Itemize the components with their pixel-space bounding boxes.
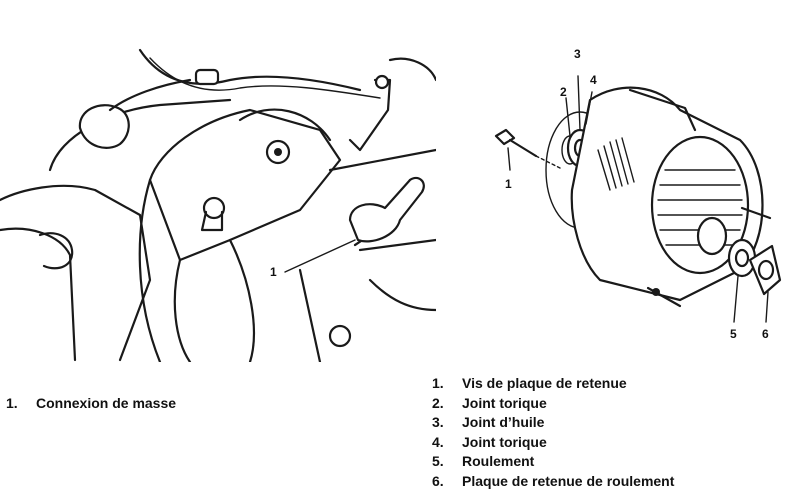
retaining-screw-shank — [508, 138, 538, 158]
bolt-middle-shank — [200, 210, 224, 232]
alternator-exploded-illustration: 1 2 3 4 5 6 — [480, 40, 800, 350]
legend-item: 5. Roulement — [432, 452, 674, 472]
terminal-nut — [652, 288, 660, 296]
legend-text: Joint torique — [462, 394, 547, 411]
housing-vent-slots — [597, 137, 635, 191]
retainer-plate-hole — [757, 259, 775, 281]
engine-ground-connection-illustration: 1 — [0, 40, 436, 362]
housing-top-face — [148, 108, 342, 262]
breather-cap — [374, 74, 390, 90]
legend-number: 6. — [432, 472, 444, 489]
legend-number: 2. — [432, 394, 444, 411]
legend-text: Roulement — [462, 453, 535, 469]
housing-front-face — [173, 258, 192, 362]
upper-right-hose — [388, 57, 436, 82]
legend-text: Vis de plaque de retenue — [462, 375, 627, 391]
bolt-bottom — [328, 324, 352, 348]
callout-leader-4 — [585, 91, 593, 125]
frame-rail-lower — [358, 238, 436, 252]
housing-top-ridge — [628, 88, 697, 132]
legend-number: 3. — [432, 414, 444, 430]
cylinder-ring — [38, 232, 74, 270]
frame-curve — [368, 278, 436, 312]
callout-leader-1 — [507, 147, 511, 171]
callout-1: 1 — [505, 177, 512, 191]
bearing-retainer-plate — [748, 244, 782, 296]
legend-item: 6. Plaque de retenue de roulement — [432, 472, 674, 492]
legend-number: 5. — [432, 453, 444, 469]
left-legend: 1. Connexion de masse — [6, 394, 176, 414]
legend-number: 1. — [432, 375, 444, 391]
ground-terminal-boot — [348, 176, 425, 243]
legend-item: 4. Joint torique — [432, 433, 674, 453]
wire-harness-lower — [149, 57, 381, 99]
frame-rail-upper — [328, 148, 436, 172]
callout-5: 5 — [730, 327, 737, 341]
callout-leader-5 — [733, 275, 739, 323]
rotor-shaft-boss — [696, 216, 728, 256]
callout-3: 3 — [574, 47, 581, 61]
callout-1: 1 — [270, 265, 277, 279]
legend-number: 1. — [6, 395, 18, 411]
bearing-bore — [734, 248, 750, 268]
housing-curve — [228, 238, 256, 362]
legend-text: Joint torique — [462, 433, 547, 450]
legend-item: 1. Vis de plaque de retenue — [432, 374, 674, 394]
mount-bracket — [298, 268, 322, 362]
housing-flange — [238, 108, 332, 142]
legend-item: 2. Joint torique — [432, 394, 674, 414]
legend-number: 4. — [432, 433, 444, 450]
callout-leader-6 — [765, 291, 769, 323]
callout-4: 4 — [590, 73, 597, 87]
wire-clip — [194, 68, 220, 86]
screw-axis — [535, 155, 561, 169]
engine-block-outline — [0, 184, 152, 362]
legend-item: 3. Joint d’huile — [432, 413, 674, 433]
alternator-drawing: 1 2 3 4 5 6 — [494, 47, 782, 341]
bolt-middle — [202, 196, 226, 220]
legend-text: Connexion de masse — [36, 395, 177, 411]
callout-6: 6 — [762, 327, 769, 341]
legend-text: Joint d’huile — [462, 414, 545, 430]
right-legend: 1. Vis de plaque de retenue 2. Joint tor… — [432, 374, 674, 491]
plug-cap — [78, 104, 130, 149]
bolt-top-center — [274, 148, 282, 156]
callout-leader-2 — [565, 97, 571, 137]
engine-block-edge — [0, 227, 77, 362]
legend-item: 1. Connexion de masse — [6, 394, 176, 414]
wire-harness-top — [138, 48, 362, 92]
plug-wire — [108, 78, 192, 112]
callout-2: 2 — [560, 85, 567, 99]
engine-drawing: 1 — [0, 48, 436, 362]
housing-left-side — [138, 178, 162, 362]
callout-leader-1 — [284, 239, 356, 273]
breather-pipe — [348, 78, 392, 152]
legend-text: Plaque de retenue de roulement — [462, 472, 675, 489]
terminal-stud-right — [740, 206, 772, 220]
callout-leader-3 — [577, 75, 581, 131]
